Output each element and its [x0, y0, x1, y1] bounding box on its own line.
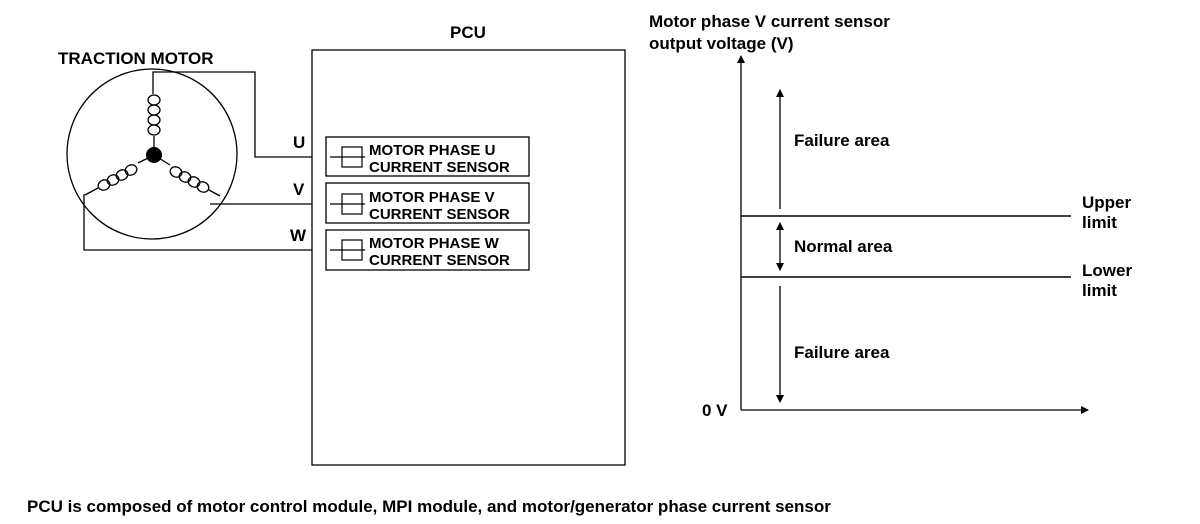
sensor-v: MOTOR PHASE V CURRENT SENSOR	[325, 182, 530, 224]
graph-ylabel-line2: output voltage (V)	[649, 34, 793, 53]
pcu-title: PCU	[450, 23, 486, 42]
footnote: PCU is composed of motor control module,…	[27, 497, 831, 516]
sensor-v-line2: CURRENT SENSOR	[369, 206, 510, 223]
sensor-v-line1: MOTOR PHASE V	[369, 189, 495, 206]
wire-w	[83, 194, 312, 251]
lower-limit-label-line2: limit	[1082, 281, 1117, 300]
phase-label-v: V	[293, 180, 305, 199]
motor-windings	[84, 80, 221, 197]
sensor-w-line1: MOTOR PHASE W	[369, 235, 500, 252]
failure-area-upper-label: Failure area	[794, 131, 890, 150]
wire-u	[152, 71, 312, 158]
sensor-u: MOTOR PHASE U CURRENT SENSOR	[325, 136, 530, 177]
phase-label-u: U	[293, 133, 305, 152]
sensor-w-line2: CURRENT SENSOR	[369, 252, 510, 269]
sensor-u-line2: CURRENT SENSOR	[369, 159, 510, 176]
motor-circle	[66, 68, 238, 240]
zero-volt-label: 0 V	[702, 401, 728, 420]
neutral-point	[146, 147, 162, 163]
lower-limit-label-line1: Lower	[1082, 261, 1132, 280]
graph-ylabel-line1: Motor phase V current sensor	[649, 12, 890, 31]
phase-label-w: W	[290, 226, 307, 245]
upper-limit-label-line1: Upper	[1082, 193, 1132, 212]
upper-limit-label-line2: limit	[1082, 213, 1117, 232]
sensor-u-line1: MOTOR PHASE U	[369, 142, 495, 159]
sensor-w: MOTOR PHASE W CURRENT SENSOR	[325, 229, 530, 271]
motor-title: TRACTION MOTOR	[58, 49, 214, 68]
pcu-box	[311, 49, 626, 466]
normal-area-label: Normal area	[794, 237, 893, 256]
phase-wires	[83, 71, 312, 251]
failure-area-lower-label: Failure area	[794, 343, 890, 362]
